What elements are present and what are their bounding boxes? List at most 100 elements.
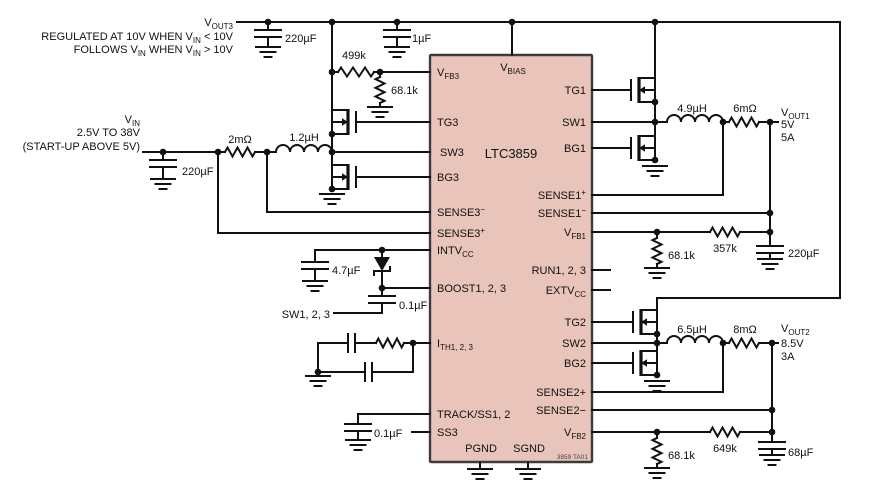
res-68k-ch2-label: 68.1k — [668, 450, 695, 462]
pin-vbias: VBIAS — [500, 62, 526, 76]
cap-220uf-vin — [149, 159, 177, 168]
res-8mohm-label: 8mΩ — [733, 324, 757, 336]
ind-6p5uh-label: 6.5µH — [677, 324, 707, 336]
res-68k-ch1 — [650, 236, 664, 266]
vout3-note-1: REGULATED AT 10V WHEN VIN < 10V — [41, 31, 233, 45]
pin-ss3: SS3 — [437, 427, 458, 439]
cap-68uf-out2-label: 68µF — [788, 447, 814, 459]
gnd-cap68out2 — [759, 454, 785, 466]
wires-and-components — [142, 18, 841, 480]
wire-sense2-plus — [591, 342, 724, 393]
pin-tg1: TG1 — [565, 85, 586, 97]
gnd-cap220vin — [150, 178, 176, 190]
vin-label: VIN — [125, 114, 141, 128]
junction-dot — [719, 118, 727, 126]
ind-1p2uh-label: 1.2µH — [289, 132, 319, 144]
gnd-bg2-source — [644, 380, 670, 392]
junction-dot — [159, 148, 167, 156]
pin-sw3: SW3 — [440, 147, 464, 159]
chip-name: LTC3859 — [485, 146, 538, 161]
junction-dot — [378, 246, 386, 254]
vout1-volts: 5V — [781, 119, 795, 131]
vin-startup-note: (START-UP ABOVE 5V) — [23, 141, 140, 153]
pin-tg2: TG2 — [565, 317, 586, 329]
sw123-net-label: SW1, 2, 3 — [282, 309, 330, 321]
pin-intvcc: INTVCC — [437, 245, 474, 259]
gnd-sgnd — [515, 468, 541, 480]
cap-0p1uf-boost — [368, 295, 396, 304]
cap-220uf-out1 — [756, 245, 784, 254]
pin-sense3-minus: SENSE3− — [437, 205, 485, 219]
vout1-amps: 5A — [781, 132, 795, 144]
res-2mohm — [223, 145, 257, 159]
res-68k-ch1-label: 68.1k — [668, 250, 695, 262]
mosfet-tg2-arrow — [641, 318, 647, 326]
wire-sense3-plus — [217, 151, 431, 234]
junction-dot — [766, 228, 774, 236]
res-357k — [708, 225, 742, 239]
res-68k-ch2 — [650, 436, 664, 466]
pin-sw1: SW1 — [562, 117, 586, 129]
res-6mohm-label: 6mΩ — [733, 103, 757, 115]
pin-ith123: ITH1, 2, 3 — [437, 338, 474, 352]
junction-dot — [328, 148, 336, 156]
junction-dot — [264, 18, 272, 26]
vout3-note-2: FOLLOWS VIN WHEN VIN > 10V — [74, 44, 234, 58]
mosfet-bg2-arrow — [641, 359, 647, 367]
vout3-label: VOUT3 — [204, 17, 233, 31]
pin-vfb1: VFB1 — [564, 227, 587, 241]
pin-trackss12: TRACK/SS1, 2 — [437, 409, 510, 421]
junction-dot — [314, 368, 322, 376]
junction-dot — [653, 428, 661, 436]
junction-dot — [719, 339, 727, 347]
cap-220uf-top-label: 220µF — [285, 33, 317, 45]
cap-220uf-out1-label: 220µF — [788, 248, 820, 260]
junction-dot — [328, 185, 336, 193]
res-357k-label: 357k — [713, 243, 737, 255]
ind-4p9uh — [665, 114, 725, 124]
gnd-cap220out1 — [757, 258, 783, 270]
pin-sense3-plus: SENSE3+ — [437, 226, 485, 240]
diode-intvcc-boost — [374, 257, 390, 271]
wire-ith-c — [317, 342, 349, 375]
res-8mohm — [727, 336, 761, 350]
junction-dot — [378, 284, 386, 292]
junction-dot — [393, 18, 401, 26]
res-2mohm-label: 2mΩ — [228, 134, 252, 146]
res-68k-ch3 — [373, 75, 387, 105]
junction-dot — [651, 98, 659, 106]
junction-dot — [214, 148, 222, 156]
junction-dot — [653, 228, 661, 236]
pin-pgnd: PGND — [465, 443, 497, 455]
ind-1p2uh — [274, 144, 334, 154]
mosfet-tg3-arrow — [342, 118, 348, 126]
pin-vfb2: VFB2 — [564, 427, 587, 441]
gnd-r68k3 — [367, 106, 393, 118]
wire-sense3-minus — [266, 151, 431, 213]
pin-tg3: TG3 — [437, 117, 458, 129]
mosfet-tg1-arrow — [639, 86, 645, 94]
junction-dot — [651, 156, 659, 164]
cap-220uf-top — [254, 29, 282, 38]
cap-ith-parallel — [364, 362, 373, 382]
res-68k-ch3-label: 68.1k — [391, 85, 418, 97]
junction-dot — [768, 406, 776, 414]
pin-boost123: BOOST1, 2, 3 — [437, 283, 506, 295]
cap-0p1uf-ss — [344, 423, 372, 432]
res-499k — [336, 65, 376, 79]
gnd-ith — [305, 375, 331, 387]
gnd-pgnd — [467, 468, 493, 480]
junction-dot — [653, 339, 661, 347]
chip-figure-note: 3859 TA01 — [557, 454, 589, 461]
gnd-cap1u — [384, 46, 410, 58]
junction-dot — [766, 118, 774, 126]
cap-1uf — [383, 29, 411, 38]
cap-0p1uf-ss-label: 0.1µF — [374, 428, 403, 440]
ind-6p5uh — [665, 335, 725, 345]
vout2-amps: 3A — [781, 351, 795, 363]
mosfet-bg3-arrow — [342, 173, 348, 181]
ind-4p9uh-label: 4.9µH — [677, 103, 707, 115]
gnd-capss — [345, 439, 371, 451]
